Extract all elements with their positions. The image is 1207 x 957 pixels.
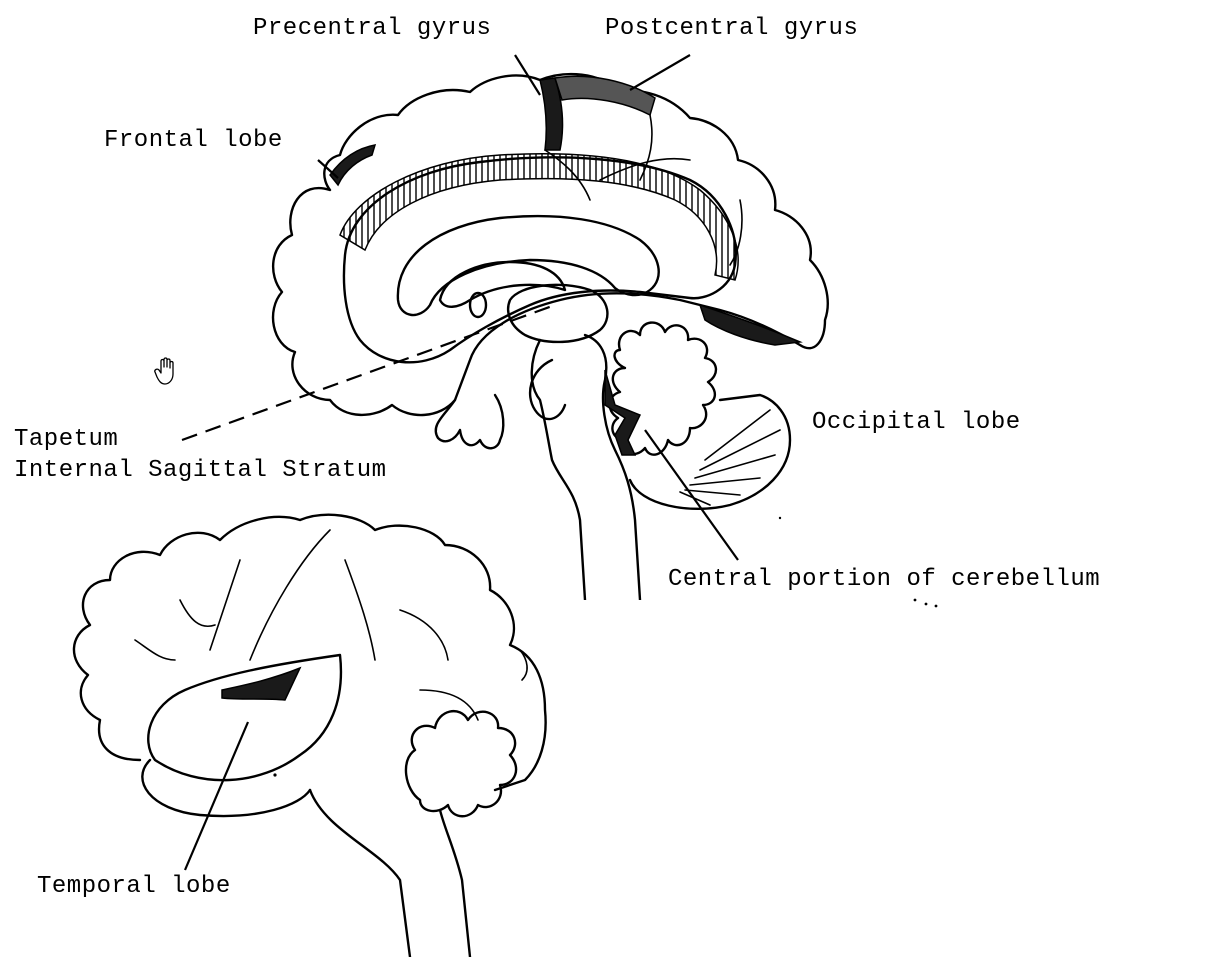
label-central-portion-of-cerebellum: Central portion of cerebellum — [668, 566, 1100, 593]
label-postcentral-gyrus: Postcentral gyrus — [605, 15, 858, 42]
label-frontal-lobe: Frontal lobe — [104, 127, 283, 154]
temporal-shading — [222, 668, 300, 700]
temporal-lobe-region — [148, 655, 341, 780]
lateral-cerebellum — [406, 711, 516, 816]
label-precentral-gyrus: Precentral gyrus — [253, 15, 491, 42]
temporal-leader — [185, 722, 248, 870]
hand-cursor-icon — [155, 358, 173, 384]
corpus-callosum — [398, 216, 659, 315]
label-temporal-lobe: Temporal lobe — [37, 873, 231, 900]
label-occipital-lobe: Occipital lobe — [812, 409, 1021, 436]
lateral-sulci — [135, 530, 527, 720]
orbital-gyri — [436, 395, 504, 448]
cerebellum-folia — [680, 410, 780, 505]
lateral-brainstem — [310, 790, 470, 957]
label-tapetum: Tapetum — [14, 426, 118, 453]
cerebellum-leader — [645, 430, 738, 560]
label-internal-sagittal-stratum: Internal Sagittal Stratum — [14, 457, 387, 484]
tapetum-leader — [182, 305, 555, 440]
frontal-shading — [330, 145, 375, 185]
occipital-shading — [700, 305, 800, 345]
medial-brain-view — [273, 74, 828, 600]
postcentral-shading — [555, 76, 655, 115]
postcentral-leader — [630, 55, 690, 90]
brainstem — [532, 335, 640, 600]
